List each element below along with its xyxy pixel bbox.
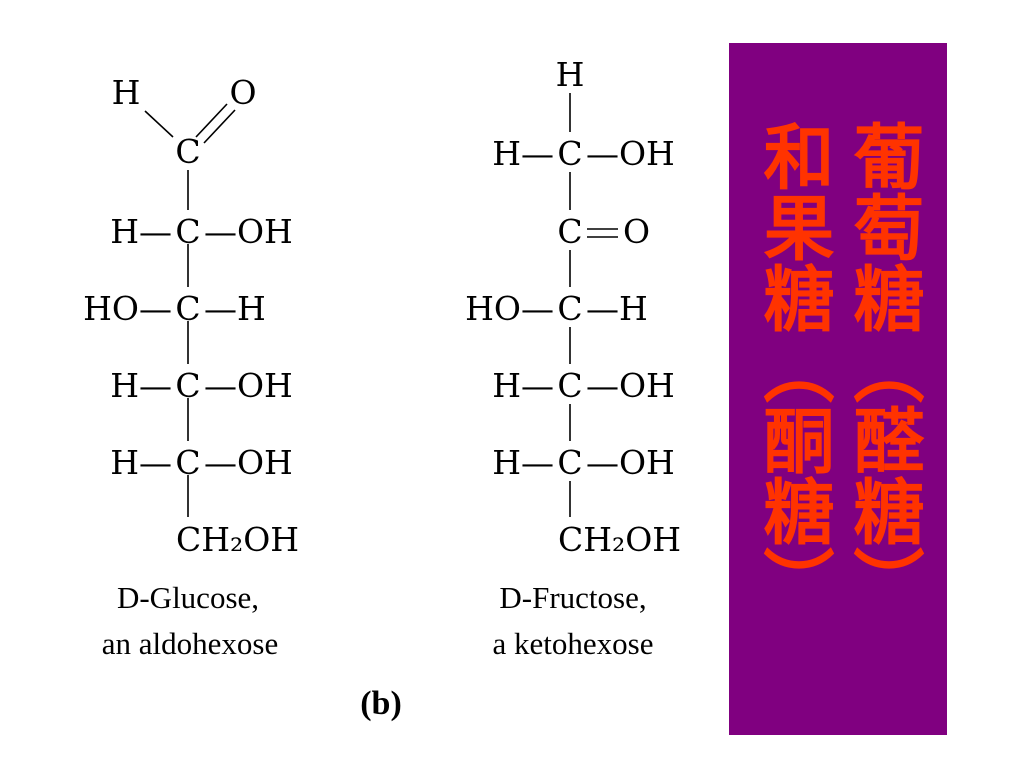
glucose-row-right: —OH [204,443,293,482]
glucose-row-left: HO— [83,289,172,328]
fructose-caption-class: a ketohexose [493,626,654,661]
fructose-caption-name: D-Fructose, [499,580,646,615]
fructose-row-left: H— [492,366,554,405]
side-panel: 葡萄糖（醛糖） 和果糖（酮糖） [729,43,947,735]
fructose-row-right: —OH [586,366,675,405]
fructose-bottom-ch2oh: CH₂OH [558,520,681,559]
fructose-structure: H H— C —OH C O HO— C —H H— C —OH H— C —O… [465,55,681,661]
fructose-row-right: —H [586,289,648,328]
fructose-top-h: H [556,55,585,94]
fructose-row-carbon: C [557,366,582,405]
glucose-top-h: H [112,73,141,112]
fructose-row-carbon: C [557,289,582,328]
glucose-double-bond-a [195,103,228,138]
fructose-keto-carbon: C [557,212,582,251]
glucose-row-left: H— [110,366,172,405]
glucose-structure: H O C H— C —OH HO— C —H H— C —OH H— C —O… [83,73,299,661]
glucose-caption-name: D-Glucose, [117,580,259,615]
fructose-keto-oxygen: O [623,212,650,251]
side-panel-text-glucose: 葡萄糖（醛糖） [842,120,925,617]
glucose-row-carbon: C [175,212,200,251]
glucose-caption-class: an aldohexose [102,626,278,661]
fructose-row-right: —OH [586,134,675,173]
fructose-row-left: HO— [465,289,554,328]
side-panel-text-fructose: 和果糖（酮糖） [752,120,835,617]
glucose-row-right: —OH [204,366,293,405]
glucose-row-right: —H [204,289,266,328]
fructose-row-carbon: C [557,134,582,173]
glucose-row-left: H— [110,443,172,482]
fructose-row-left: H— [492,443,554,482]
glucose-row-carbon: C [175,289,200,328]
glucose-row-right: —OH [204,212,293,251]
glucose-top-o: O [229,73,256,112]
fructose-row-left: H— [492,134,554,173]
glucose-double-bond-b [203,109,236,144]
glucose-bond-h-c1 [144,110,174,138]
figure-label: (b) [360,685,402,722]
glucose-row-left: H— [110,212,172,251]
glucose-row-carbon: C [175,443,200,482]
fructose-row-right: —OH [586,443,675,482]
glucose-bottom-ch2oh: CH₂OH [176,520,299,559]
glucose-row-carbon: C [175,366,200,405]
fructose-row-carbon: C [557,443,582,482]
glucose-c1: C [175,132,200,171]
